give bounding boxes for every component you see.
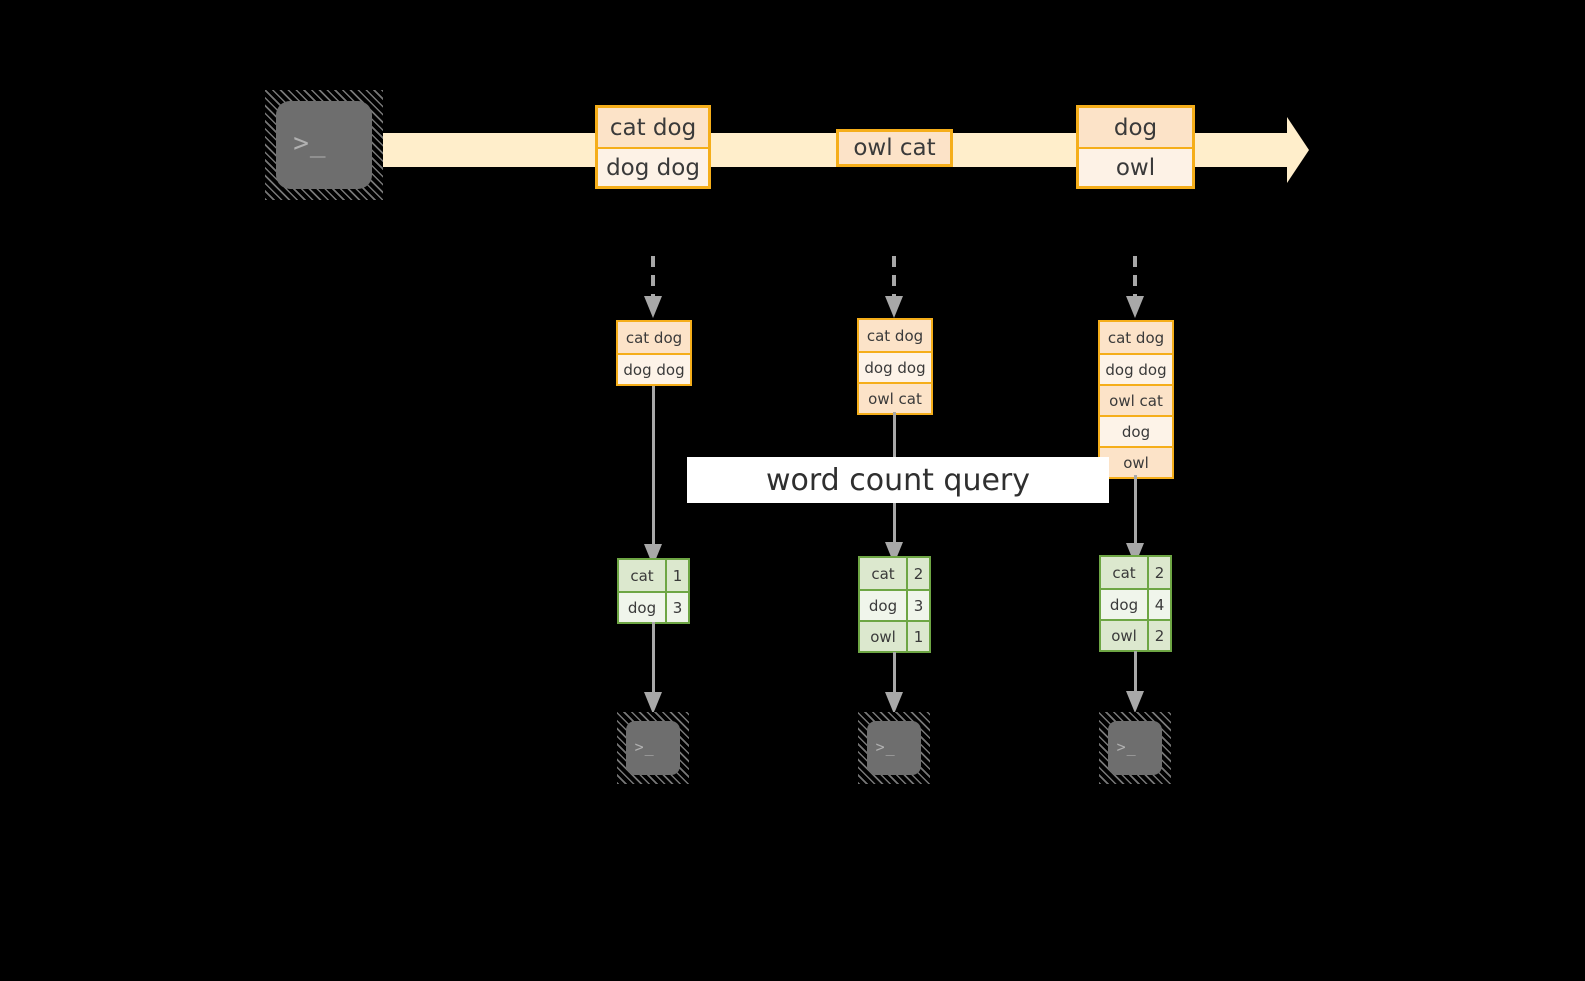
stream-line: dog dog bbox=[598, 147, 708, 186]
arrow-result-to-sink-3 bbox=[1126, 651, 1144, 713]
log-row: dog dog bbox=[618, 353, 690, 384]
result-count: 3 bbox=[665, 593, 688, 622]
result-table-trigger-1: cat 1 dog 3 bbox=[617, 558, 690, 624]
result-row: owl 2 bbox=[1101, 619, 1170, 650]
result-count: 1 bbox=[665, 560, 688, 591]
result-count: 4 bbox=[1147, 590, 1170, 619]
stream-line: cat dog bbox=[598, 108, 708, 147]
dashed-arrow-trigger-2 bbox=[885, 256, 903, 318]
result-row: owl 1 bbox=[860, 620, 929, 651]
terminal-prompt-glyph: >_ bbox=[634, 737, 655, 756]
result-row: dog 3 bbox=[619, 591, 688, 622]
terminal-prompt-glyph: >_ bbox=[1116, 737, 1137, 756]
result-count: 3 bbox=[906, 591, 929, 620]
arrow-head bbox=[644, 692, 662, 714]
arrow-shaft bbox=[892, 652, 896, 694]
log-row: dog dog bbox=[859, 351, 931, 382]
source-terminal-icon: >_ bbox=[265, 90, 383, 200]
query-label: word count query bbox=[687, 457, 1109, 503]
log-row: cat dog bbox=[859, 320, 931, 351]
result-count: 2 bbox=[906, 558, 929, 589]
arrow-shaft bbox=[651, 386, 655, 546]
stream-line: owl cat bbox=[839, 132, 950, 164]
result-row: cat 1 bbox=[619, 560, 688, 591]
arrow-result-to-sink-1 bbox=[644, 622, 662, 714]
stream-batch-3: dog owl bbox=[1076, 105, 1195, 189]
arrow-log-to-result-1 bbox=[644, 386, 662, 566]
result-table-trigger-2: cat 2 dog 3 owl 1 bbox=[858, 556, 931, 653]
log-row: owl cat bbox=[859, 382, 931, 413]
arrow-head bbox=[885, 692, 903, 714]
terminal-screen: >_ bbox=[626, 721, 680, 775]
result-count: 2 bbox=[1147, 621, 1170, 650]
dashed-arrow-trigger-3 bbox=[1126, 256, 1144, 318]
log-table-trigger-2: cat dog dog dog owl cat bbox=[857, 318, 933, 415]
arrow-head bbox=[1126, 296, 1144, 318]
result-word: owl bbox=[860, 622, 906, 651]
log-row: cat dog bbox=[618, 322, 690, 353]
result-word: dog bbox=[1101, 590, 1147, 619]
stream-batch-1: cat dog dog dog bbox=[595, 105, 711, 189]
log-row: dog dog bbox=[1100, 353, 1172, 384]
arrow-shaft bbox=[1133, 256, 1137, 298]
log-row: owl cat bbox=[1100, 384, 1172, 415]
terminal-screen: >_ bbox=[1108, 721, 1162, 775]
arrow-head bbox=[1126, 691, 1144, 713]
result-row: cat 2 bbox=[860, 558, 929, 589]
result-word: cat bbox=[1101, 557, 1147, 588]
arrow-head bbox=[885, 296, 903, 318]
log-row: cat dog bbox=[1100, 322, 1172, 353]
terminal-prompt-glyph: >_ bbox=[875, 737, 896, 756]
result-table-trigger-3: cat 2 dog 4 owl 2 bbox=[1099, 555, 1172, 652]
stream-batch-2: owl cat bbox=[836, 129, 953, 167]
result-word: owl bbox=[1101, 621, 1147, 650]
stream-line: dog bbox=[1079, 108, 1192, 147]
result-word: cat bbox=[860, 558, 906, 589]
result-word: cat bbox=[619, 560, 665, 591]
terminal-screen: >_ bbox=[276, 101, 372, 189]
arrow-result-to-sink-2 bbox=[885, 652, 903, 714]
result-count: 2 bbox=[1147, 557, 1170, 588]
log-table-trigger-1: cat dog dog dog bbox=[616, 320, 692, 386]
result-count: 1 bbox=[906, 622, 929, 651]
arrow-shaft bbox=[651, 256, 655, 298]
result-word: dog bbox=[619, 593, 665, 622]
terminal-screen: >_ bbox=[867, 721, 921, 775]
terminal-prompt-glyph: >_ bbox=[293, 128, 327, 159]
result-word: dog bbox=[860, 591, 906, 620]
arrow-shaft bbox=[892, 256, 896, 298]
log-table-trigger-3: cat dog dog dog owl cat dog owl bbox=[1098, 320, 1174, 479]
result-row: dog 4 bbox=[1101, 588, 1170, 619]
dashed-arrow-trigger-1 bbox=[644, 256, 662, 318]
arrow-shaft bbox=[1133, 651, 1137, 693]
log-row: owl bbox=[1100, 446, 1172, 477]
stream-line: owl bbox=[1079, 147, 1192, 186]
arrow-shaft bbox=[651, 622, 655, 694]
arrow-log-to-result-3 bbox=[1126, 475, 1144, 565]
arrow-shaft bbox=[1133, 475, 1137, 545]
sink-terminal-icon-1: >_ bbox=[617, 712, 689, 784]
result-row: cat 2 bbox=[1101, 557, 1170, 588]
stream-arrow-head bbox=[1287, 117, 1309, 183]
log-row: dog bbox=[1100, 415, 1172, 446]
sink-terminal-icon-3: >_ bbox=[1099, 712, 1171, 784]
result-row: dog 3 bbox=[860, 589, 929, 620]
arrow-head bbox=[644, 296, 662, 318]
sink-terminal-icon-2: >_ bbox=[858, 712, 930, 784]
